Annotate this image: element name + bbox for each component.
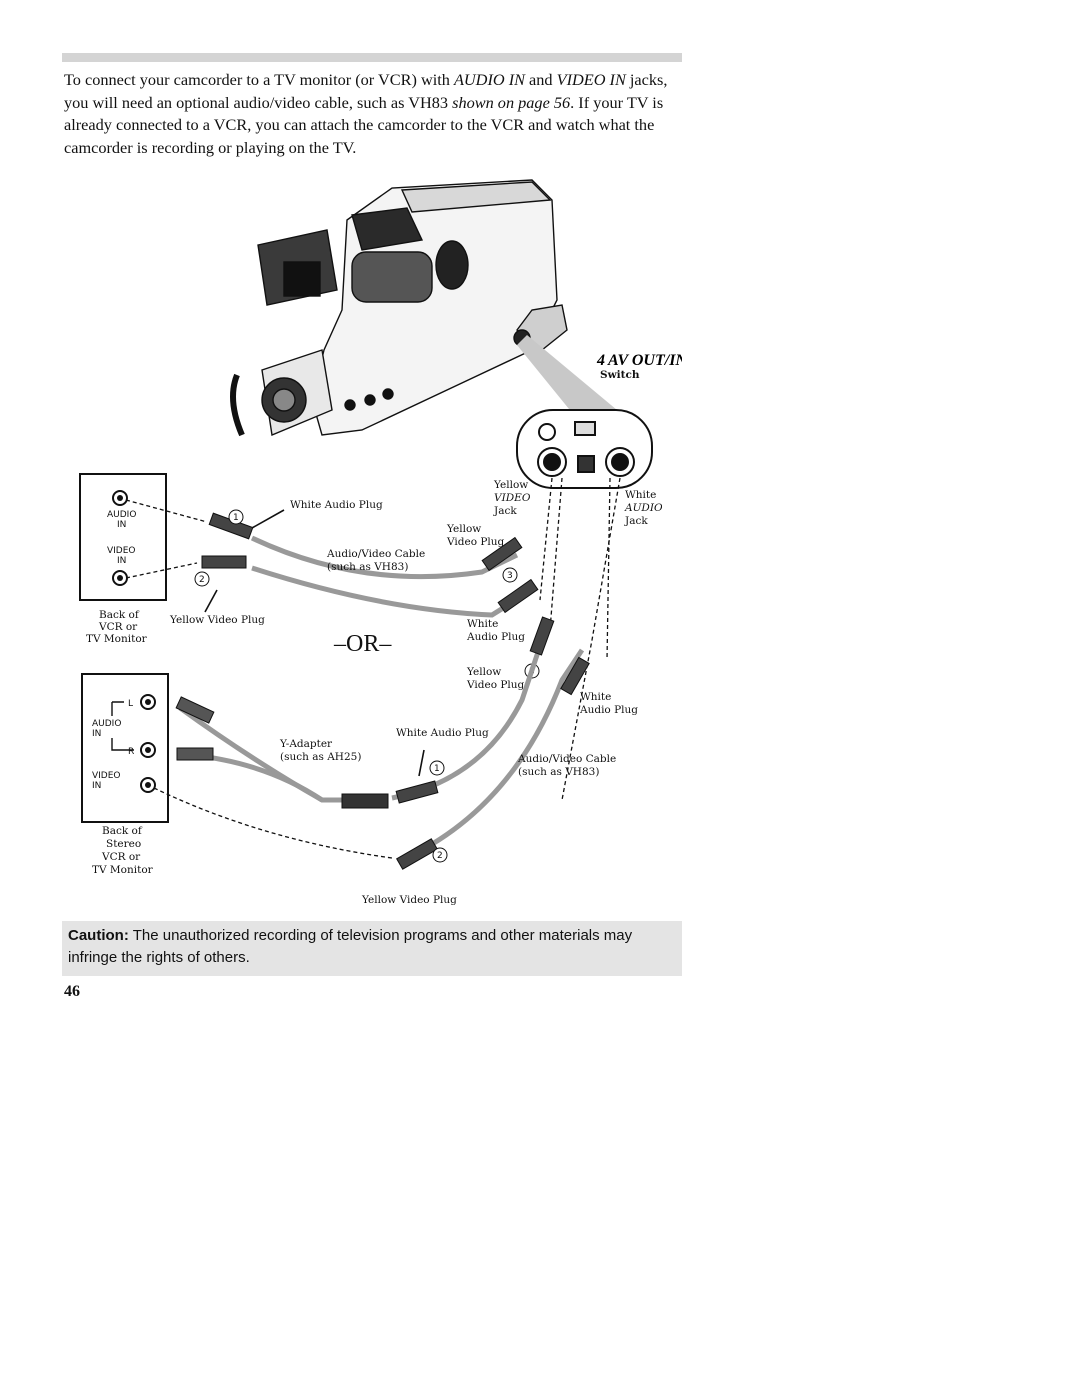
stereo-in-label: IN <box>92 729 101 739</box>
stereo-video-in-label: IN <box>92 781 101 791</box>
vcr-or-label-1: VCR or <box>98 621 138 633</box>
label-white-jack: White <box>625 489 656 501</box>
video-plug-top-label: Video Plug <box>446 536 505 548</box>
label-yellow-jack: Yellow <box>493 479 528 491</box>
white-low-label: White <box>580 691 611 703</box>
av-cable-bottom <box>153 616 590 870</box>
vcr-audio-in-label: IN <box>117 520 126 530</box>
page-number: 46 <box>64 983 80 1000</box>
stereo-audio-label: AUDIO <box>92 719 121 729</box>
switch-word: Switch <box>600 369 640 381</box>
num-1b: 1 <box>434 764 440 774</box>
video-plug-mid-label: Video Plug <box>466 679 525 691</box>
back-of-label-1: Back of <box>99 609 140 621</box>
or-divider: –OR– <box>333 631 392 657</box>
label-audio-jack: AUDIO <box>624 502 663 514</box>
yellow-video-plug-label-1: Yellow Video Plug <box>169 614 265 626</box>
intro-paragraph: To connect your camcorder to a TV monito… <box>64 70 668 157</box>
tv-monitor-label-1: TV Monitor <box>86 633 148 645</box>
white-mid-label: White <box>467 618 498 630</box>
vcr-back-panel <box>79 473 167 601</box>
audio-plug-low-label: Audio Plug <box>579 704 638 716</box>
num-2a: 2 <box>199 575 205 585</box>
vcr-video-label: VIDEO <box>107 546 136 556</box>
audio-plug-mid-label: Audio Plug <box>466 631 525 643</box>
num-1a: 1 <box>233 513 239 523</box>
num-2b: 2 <box>437 851 443 861</box>
tv-monitor-label-2: TV Monitor <box>92 864 154 876</box>
vcr-video-in-label: IN <box>117 556 126 566</box>
cable-2b-label: (such as VH83) <box>518 766 599 778</box>
yellow-video-top-label: Yellow <box>446 523 481 535</box>
vcr-or-label-2: VCR or <box>101 851 141 863</box>
connection-diagram: 4 AV OUT/IN Switch Yellow VIDEO Jack Whi… <box>62 160 682 920</box>
cable-1-label: Audio/Video Cable <box>326 548 425 560</box>
label-jack-1: Jack <box>493 505 517 517</box>
camcorder-illustration <box>230 179 568 437</box>
vcr-audio-label: AUDIO <box>107 510 136 520</box>
label-jack-2: Jack <box>624 515 648 527</box>
yellow-mid-label: Yellow <box>466 666 501 678</box>
yellow-video-plug-label-2: Yellow Video Plug <box>361 894 457 906</box>
av-jack-panel <box>516 409 653 489</box>
stereo-vcr-back-panel <box>81 673 169 823</box>
caution-body: The unauthorized recording of television… <box>68 927 633 966</box>
num-3a: 3 <box>507 571 513 581</box>
stereo-label: Stereo <box>106 838 141 850</box>
white-audio-plug-label-1: White Audio Plug <box>290 499 383 511</box>
cable-2-label: Audio/Video Cable <box>517 753 616 765</box>
caution-box <box>62 921 682 976</box>
y-adapter-label: Y-Adapter <box>279 738 333 750</box>
av-cable-top <box>125 499 539 618</box>
stereo-l-label: L <box>128 699 133 709</box>
y-adapter-b-label: (such as AH25) <box>280 751 361 763</box>
cable-1b-label: (such as VH83) <box>327 561 408 573</box>
stereo-r-label: R <box>128 747 134 757</box>
switch-number: 4 <box>596 352 605 369</box>
header-bar <box>62 53 682 62</box>
label-video-jack: VIDEO <box>494 492 531 504</box>
stereo-video-label: VIDEO <box>92 771 121 781</box>
switch-label: AV OUT/IN <box>607 352 682 369</box>
caution-note: Caution: The unauthorized recording of t… <box>68 925 668 969</box>
back-of-label-2: Back of <box>102 825 143 837</box>
white-audio-plug-label-2: White Audio Plug <box>396 727 489 739</box>
caution-label: Caution: <box>68 927 129 944</box>
